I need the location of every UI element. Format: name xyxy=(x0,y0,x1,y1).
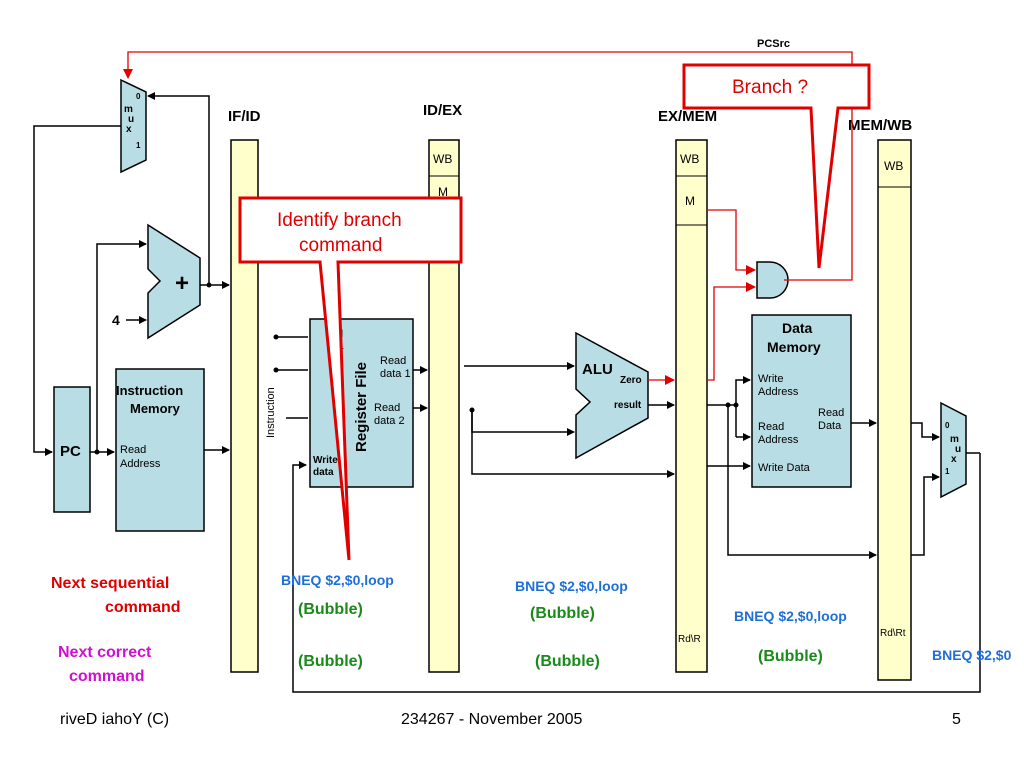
mem-stage-instruction: BNEQ $2,$0,loop xyxy=(734,608,847,624)
branch-callout-text: Branch ? xyxy=(732,77,808,98)
id-stage-bubble-2: (Bubble) xyxy=(298,653,363,670)
ex-mem-label: EX/MEM xyxy=(658,108,717,125)
mem-stage-bubble: (Bubble) xyxy=(758,648,823,665)
junction-dots xyxy=(94,282,739,455)
wb-mux-1: 1 xyxy=(945,467,950,476)
wb-mux-x: x xyxy=(951,454,957,465)
dm-write-data: Write Data xyxy=(758,462,811,474)
footer-center: 234267 - November 2005 xyxy=(401,711,583,728)
wb-mux xyxy=(940,401,967,499)
pc-unit xyxy=(53,386,91,513)
id-ex-wb-label: WB xyxy=(433,152,452,166)
alu-unit xyxy=(575,331,649,460)
reg-read-data1-label-2: data 1 xyxy=(380,368,411,380)
mem-wb-wb-label: WB xyxy=(884,159,903,173)
pc-mux-0: 0 xyxy=(136,92,141,101)
identify-callout-line-2: command xyxy=(299,235,382,256)
dm-read-address-1: Read xyxy=(758,421,784,433)
pcsrc-label: PCSrc xyxy=(757,38,790,50)
id-ex-label: ID/EX xyxy=(423,102,462,119)
dm-read-data-1: Read xyxy=(818,407,844,419)
next-correct-line-1: Next correct xyxy=(58,644,152,661)
ex-stage-bubble: (Bubble) xyxy=(530,605,595,622)
constant-four: 4 xyxy=(112,312,120,328)
if-id-label: IF/ID xyxy=(228,108,261,125)
wb-stage-instruction: BNEQ $2,$0 xyxy=(932,647,1012,663)
ex-stage-instruction: BNEQ $2,$0,loop xyxy=(515,578,628,594)
data-memory xyxy=(751,314,852,488)
instruction-label: Instruction xyxy=(265,387,277,438)
pc-mux-x: x xyxy=(126,124,132,135)
reg-read-data1-label-1: Read xyxy=(380,355,406,367)
dm-read-data-2: Data xyxy=(818,420,842,432)
pc-mux xyxy=(120,78,147,174)
and-gate xyxy=(756,261,789,299)
reg-data-label: data xyxy=(313,467,334,478)
page-number: 5 xyxy=(952,711,961,728)
reg-write-label: Write xyxy=(313,455,338,466)
wb-mux-u: u xyxy=(955,444,961,455)
identify-callout-line-1: Identify branch xyxy=(277,210,402,231)
branch-control-wires xyxy=(123,51,853,385)
next-sequential-line-2: command xyxy=(105,599,181,616)
im-read-label: Read xyxy=(120,444,146,456)
dm-read-address-2: Address xyxy=(758,434,799,446)
ex-mem-wb-label: WB xyxy=(680,152,699,166)
adder-unit xyxy=(147,223,201,340)
next-sequential-line-1: Next sequential xyxy=(51,575,169,592)
id-stage-bubble: (Bubble) xyxy=(298,601,363,618)
wb-mux-0: 0 xyxy=(945,421,950,430)
datapath-wires xyxy=(33,92,981,693)
mem-wb-rd-label: Rd\Rt xyxy=(880,628,906,639)
footer-left: riveD iahoY (C) xyxy=(60,711,169,728)
identify-branch-callout xyxy=(238,196,463,561)
reg-read-data2-label-2: data 2 xyxy=(374,415,405,427)
instruction-memory-label-2: Memory xyxy=(130,401,181,416)
adder-symbol: + xyxy=(175,270,189,297)
ex-mem-register xyxy=(675,139,708,673)
dm-write-address-1: Write xyxy=(758,373,783,385)
data-memory-label-1: Data xyxy=(782,320,813,336)
pc-mux-1: 1 xyxy=(136,141,141,150)
pc-mux-m: m xyxy=(124,104,133,115)
mem-wb-register xyxy=(877,139,912,681)
ex-stage-bubble-2: (Bubble) xyxy=(535,653,600,670)
id-stage-instruction: BNEQ $2,$0,loop xyxy=(281,572,394,588)
im-address-label: Address xyxy=(120,458,161,470)
ex-mem-rd-label: Rd\R xyxy=(678,634,701,645)
pc-mux-u: u xyxy=(128,114,134,125)
mem-wb-label: MEM/WB xyxy=(848,117,912,134)
alu-label: ALU xyxy=(582,361,613,378)
branch-callout xyxy=(682,63,871,269)
id-ex-m-label: M xyxy=(438,185,448,199)
data-memory-label-2: Memory xyxy=(767,339,821,355)
next-correct-line-2: command xyxy=(69,668,145,685)
reg-read-data2-label-1: Read xyxy=(374,402,400,414)
dm-write-address-2: Address xyxy=(758,386,799,398)
pc-label: PC xyxy=(60,443,81,460)
alu-zero-label: Zero xyxy=(620,375,642,386)
instruction-memory-label-1: Instruction xyxy=(116,383,183,398)
wb-mux-m: m xyxy=(950,434,959,445)
alu-result-label: result xyxy=(614,400,642,411)
ex-mem-m-label: M xyxy=(685,194,695,208)
register-file-label: Register File xyxy=(353,362,370,452)
